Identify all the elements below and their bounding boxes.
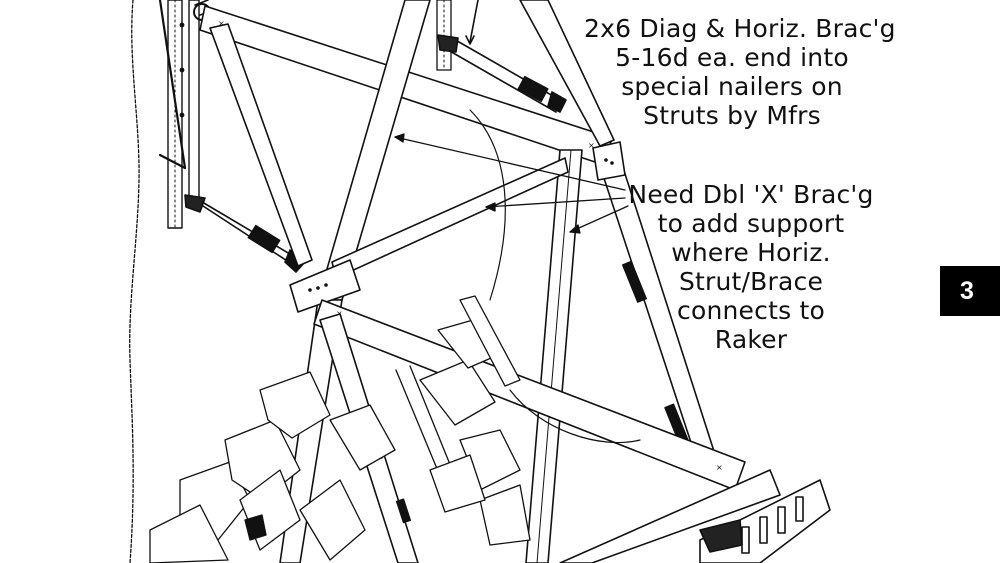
callout-top-line: special nailers on [621,72,843,101]
upper-strut-right [436,0,567,113]
rubble-pile [149,295,531,563]
callout-top-line: Struts by Mfrs [643,101,821,130]
svg-text:×: × [588,141,595,150]
callout-mid-line: where Horiz. [671,238,831,267]
wall-strongback [158,0,200,229]
page-number-badge: 3 [940,266,1000,316]
callout-double-x-bracing: Need Dbl 'X' Brac'g to add support where… [626,180,876,354]
collapse-arc [469,109,506,301]
base-sole-plate [559,469,831,563]
left-diagonal-brace [209,23,313,267]
svg-text:×: × [716,463,723,472]
callout-bracing-spec: 2x6 Diag & Horiz. Brac'g 5-16d ea. end i… [584,14,896,130]
callout-mid-line: Need Dbl 'X' Brac'g [628,180,874,209]
callout-mid-line: Strut/Brace [678,267,824,296]
callout-mid-line: Raker [714,325,788,354]
leader-lines [394,133,629,234]
cleat-blocks [289,141,626,313]
callout-top-line: 5-16d ea. end into [615,43,849,72]
vertical-post [525,149,583,563]
callout-top-line: 2x6 Diag & Horiz. Brac'g [584,14,896,43]
callout-mid-line: connects to [677,296,825,325]
svg-text:×: × [218,19,225,28]
collapse-arc-lower [509,389,641,444]
callout-mid-line: to add support [657,209,845,238]
right-raker [519,0,721,477]
page-number: 3 [960,276,974,305]
wall-outline [129,0,140,563]
